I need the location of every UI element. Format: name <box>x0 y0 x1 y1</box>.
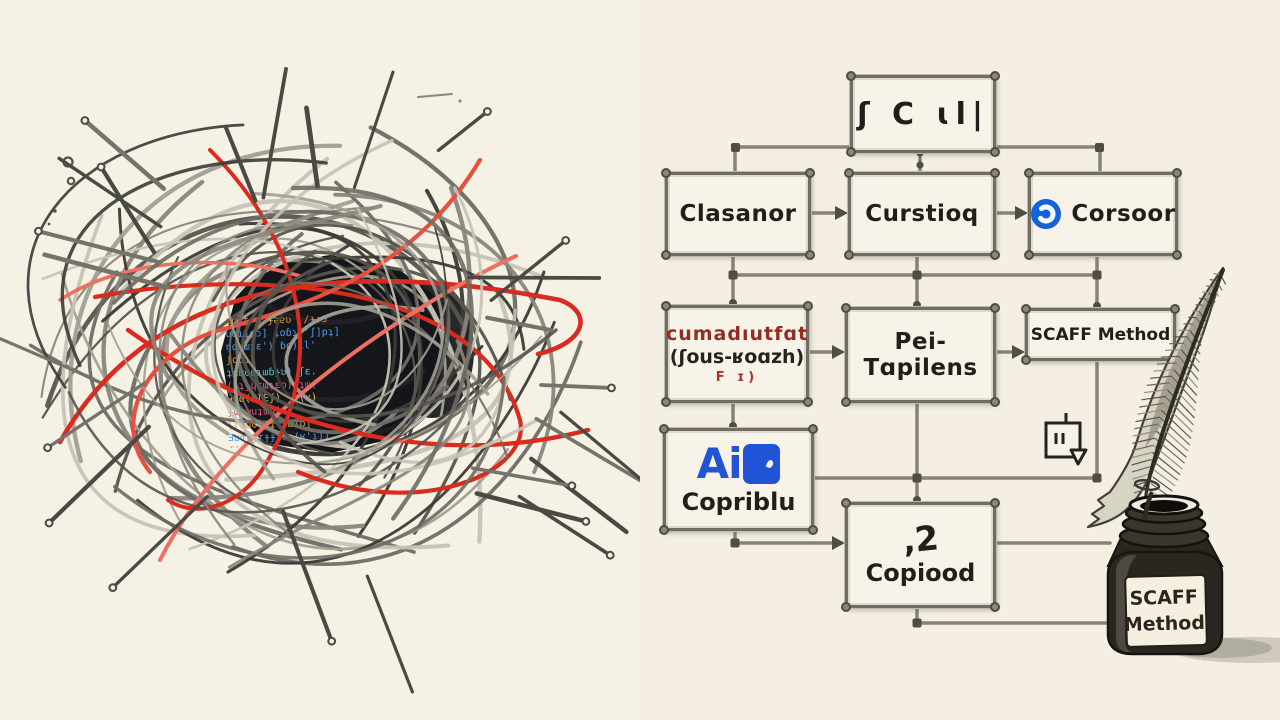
node-label: Copriblu <box>681 487 796 516</box>
arrowheads <box>832 206 1028 550</box>
corner-knob <box>659 424 669 434</box>
flowchart-panel: ʃ C ɩl| Clasanor Curstioq Corsoor cumadı… <box>640 0 1280 720</box>
corner-knob <box>805 168 815 178</box>
corner-knob <box>844 250 854 260</box>
aid-logo-d-block: D <box>742 443 781 484</box>
corner-knob <box>990 168 1000 178</box>
node-label: Corsoor <box>1071 201 1176 227</box>
wire-tangle-drawing <box>0 67 640 694</box>
corner-knob <box>1172 250 1182 260</box>
corner-knob <box>659 525 669 535</box>
corner-knob <box>990 303 1000 313</box>
corner-knob <box>808 424 818 434</box>
node-clasanor: Clasanor <box>661 168 815 260</box>
copiood-swirl-glyph: ‚2 <box>900 517 941 562</box>
corner-knob <box>841 397 851 407</box>
corner-knob <box>1021 304 1031 314</box>
stray-dot <box>66 176 76 186</box>
corner-knob <box>1172 168 1182 178</box>
corner-knob <box>661 397 671 407</box>
corsoor-logo-icon <box>1031 199 1062 229</box>
node-symbol-box: ʃ C ɩl| <box>846 71 1000 157</box>
corner-knob <box>841 602 851 612</box>
corner-knob <box>990 498 1000 508</box>
node-label: Clasanor <box>679 201 797 227</box>
symbol-glyphs: ʃ C ɩl| <box>857 96 989 132</box>
corner-knob <box>1170 304 1180 314</box>
corner-knob <box>846 71 856 81</box>
stray-speck <box>458 99 462 103</box>
corner-knob <box>1024 250 1034 260</box>
node-curstioq: Curstioq <box>844 168 1000 260</box>
corner-knob <box>990 602 1000 612</box>
node-label: Pei-Tɑpilens <box>863 329 978 381</box>
corner-knob <box>841 303 851 313</box>
corner-knob <box>808 525 818 535</box>
corner-knob <box>1021 355 1031 365</box>
corner-knob <box>846 147 856 157</box>
node-label-line2: (ʃous-ʁoɑzh) <box>669 346 805 368</box>
corner-knob <box>844 168 854 178</box>
corner-knob <box>661 301 671 311</box>
corner-knob <box>661 250 671 260</box>
node-copiood: ‚2 Copiood <box>841 498 1000 612</box>
node-label: Copiood <box>865 558 976 587</box>
corner-knob <box>803 397 813 407</box>
corner-knob <box>805 250 815 260</box>
node-scaff-method: SCAFF Method <box>1021 304 1180 365</box>
node-label-line3: F ɪ) <box>715 370 759 385</box>
corner-knob <box>990 147 1000 157</box>
node-aid-copriblu: AiD Copriblu <box>659 424 818 535</box>
aid-logo-text: Ai <box>696 438 743 488</box>
node-label-line1: cumadıutfɑt <box>665 323 809 345</box>
corner-knob <box>803 301 813 311</box>
node-label: SCAFF Method <box>1030 324 1171 345</box>
stray-dash <box>417 93 453 98</box>
node-corsoor: Corsoor <box>1024 168 1182 260</box>
node-pei-tapilens: Pei-Tɑpilens <box>841 303 1000 407</box>
corner-knob <box>1024 168 1034 178</box>
corner-knob <box>990 397 1000 407</box>
corner-knob <box>990 71 1000 81</box>
corner-knob <box>841 498 851 508</box>
copy-page-icon <box>1044 413 1088 466</box>
aid-logo: AiD <box>697 442 781 484</box>
node-label: Curstioq <box>865 201 979 227</box>
corner-knob <box>1170 355 1180 365</box>
corner-knob <box>661 168 671 178</box>
node-cumadutfut: cumadıutfɑt (ʃous-ʁoɑzh) F ɪ) <box>661 301 813 407</box>
wires-group <box>0 67 640 694</box>
stray-speck <box>47 222 51 226</box>
corner-knob <box>990 250 1000 260</box>
